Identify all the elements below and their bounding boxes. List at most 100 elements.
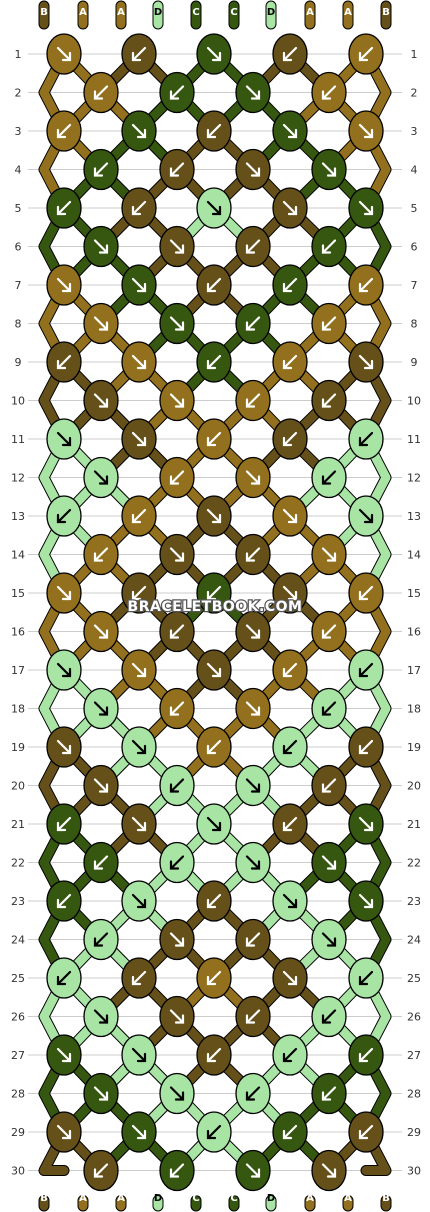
arrow-down-right-icon [358,816,374,832]
row-number: 9 [15,356,22,369]
row-number: 19 [407,741,421,754]
arrow-down-right-icon [245,470,261,485]
arrow-down-left-icon [206,123,222,139]
row-number: 1 [15,48,22,61]
arrow-down-right-icon [56,1047,72,1063]
arrow-down-left-icon [358,277,374,293]
row-number: 15 [407,587,421,600]
arrow-down-left-icon [358,662,374,678]
arrow-down-right-icon [169,393,185,408]
knot [235,225,271,268]
knot [311,841,347,884]
row-number: 5 [411,202,418,215]
row-number: 29 [407,1126,421,1139]
row-number: 22 [11,857,25,870]
knot [311,71,347,114]
knot [311,379,347,422]
arrow-down-left-icon [206,1047,222,1063]
row-numbers-right: 1234567891011121314151617181920212223242… [407,48,421,1178]
arrow-down-right-icon [169,1009,185,1024]
arrow-down-left-icon [169,162,185,177]
strand-label-bottom: D [267,1193,275,1204]
row-number: 3 [15,125,22,138]
arrow-down-right-icon [93,239,109,254]
arrow-down-left-icon [56,508,72,524]
arrow-down-right-icon [282,585,298,601]
strand-label-top: C [192,7,199,18]
knot [311,148,347,191]
knot [159,456,195,499]
row-number: 7 [15,279,22,292]
knot [348,418,384,460]
arrow-down-left-icon [245,316,261,331]
arrow-down-left-icon [206,277,222,293]
row-number: 20 [11,780,25,793]
arrow-down-left-icon [93,855,109,870]
knot [46,1034,82,1076]
strand-label-top: A [117,7,125,18]
knot [348,264,384,306]
row-number: 10 [407,395,421,408]
knot [311,687,347,730]
knot [121,1034,157,1076]
knot [235,533,271,576]
knot [196,495,232,537]
knot [83,995,119,1038]
knot [235,610,271,653]
knot [311,302,347,345]
arrow-down-right-icon [131,1124,147,1140]
arrow-down-right-icon [93,470,109,485]
knot [348,110,384,152]
row-number: 7 [411,279,418,292]
arrow-down-right-icon [131,277,147,293]
knot [235,148,271,191]
arrow-down-left-icon [321,1009,337,1024]
knot [272,880,308,922]
row-number: 4 [15,164,22,177]
row-number: 3 [411,125,418,138]
knot [121,649,157,691]
arrow-down-right-icon [56,585,72,601]
knot [196,880,232,922]
strand-label-top: C [230,7,237,18]
arrow-down-right-icon [245,778,261,793]
knot [159,841,195,884]
knot [272,264,308,306]
knot [121,803,157,845]
row-number: 6 [411,241,418,254]
arrow-down-left-icon [56,970,72,986]
row-number: 15 [11,587,25,600]
arrow-down-left-icon [358,739,374,755]
knot [235,918,271,961]
arrow-down-left-icon [321,624,337,639]
row-number: 5 [15,202,22,215]
knot [272,957,308,999]
knot [159,764,195,807]
arrow-down-left-icon [321,470,337,485]
arrow-down-left-icon [245,547,261,562]
knot [121,110,157,152]
row-number: 16 [407,626,421,639]
knot [46,649,82,691]
arrow-down-left-icon [358,46,374,62]
row-number: 2 [411,87,418,100]
arrow-down-right-icon [321,855,337,870]
row-number: 27 [11,1049,25,1062]
knot [272,33,308,75]
arrow-down-right-icon [245,624,261,639]
row-number: 25 [407,972,421,985]
row-number: 9 [411,356,418,369]
row-number: 19 [11,741,25,754]
knot [311,1072,347,1115]
knot [83,764,119,807]
knot [46,726,82,768]
row-numbers-left: 1234567891011121314151617181920212223242… [11,48,25,1178]
arrow-down-left-icon [321,393,337,408]
knot [196,110,232,152]
knot [311,533,347,576]
strand-label-bottom: A [79,1193,87,1204]
row-number: 26 [407,1011,421,1024]
arrow-down-right-icon [206,46,222,62]
knot [272,187,308,229]
